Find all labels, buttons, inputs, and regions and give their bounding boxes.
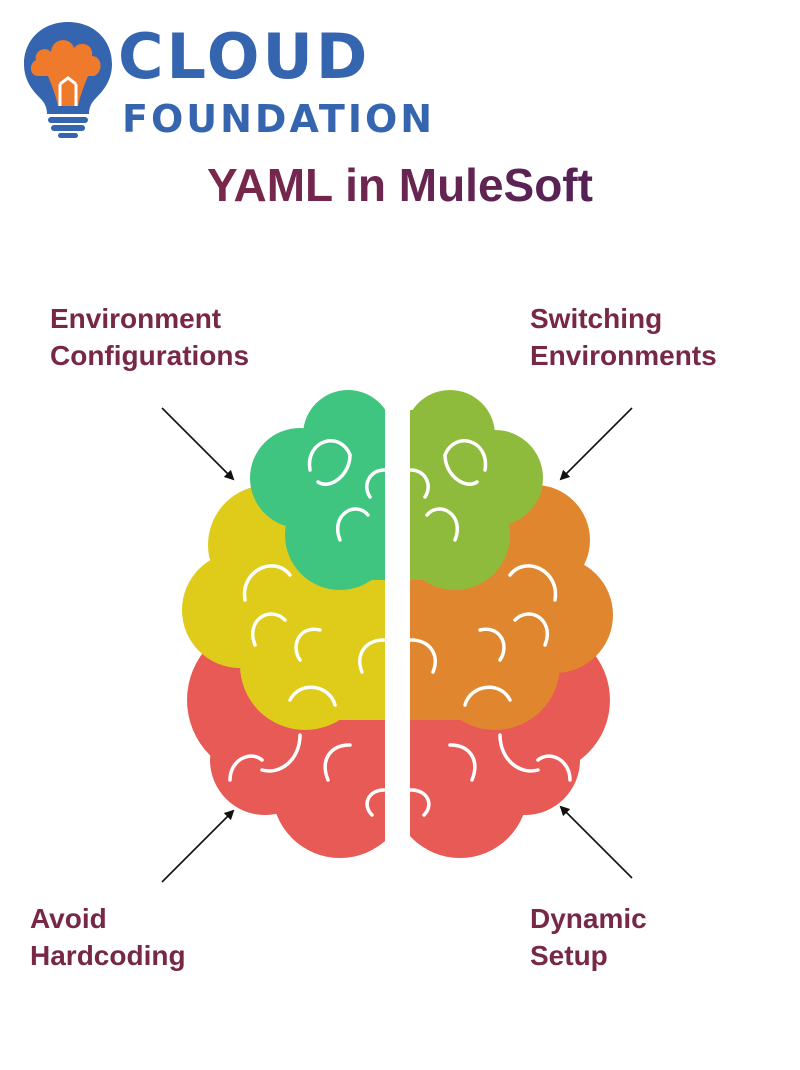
brand-logo: CLOUD FOUNDATION (18, 14, 468, 139)
logo-text-cloud: CLOUD (118, 20, 371, 93)
left-green-lobe (250, 390, 395, 590)
label-line: Avoid (30, 903, 107, 934)
label-line: Environments (530, 340, 717, 371)
label-avoid-hardcoding: Avoid Hardcoding (30, 900, 186, 974)
arrow-bottom-right (559, 805, 633, 879)
arrow-bottom-left (161, 809, 235, 883)
arrow-top-right (559, 407, 633, 481)
page-title: YAML in MuleSoft (0, 162, 800, 208)
right-hemisphere (392, 390, 613, 858)
label-line: Switching (530, 303, 663, 334)
lightbulb-icon (24, 22, 112, 138)
label-line: Setup (530, 940, 608, 971)
label-dynamic-setup: Dynamic Setup (530, 900, 647, 974)
arrow-top-left (161, 407, 235, 481)
logo-text-foundation: FOUNDATION (122, 97, 436, 141)
left-hemisphere (182, 390, 408, 858)
label-switching-environments: Switching Environments (530, 300, 717, 374)
label-line: Environment (50, 303, 222, 334)
label-environment-configurations: Environment Configurations (50, 300, 249, 374)
label-line: Configurations (50, 340, 250, 371)
right-lime-lobe (400, 390, 543, 590)
hemisphere-gap (385, 380, 410, 870)
label-line: Hardcoding (30, 940, 186, 971)
label-line: Dynamic (530, 903, 647, 934)
left-yellow-lobe (182, 485, 386, 730)
